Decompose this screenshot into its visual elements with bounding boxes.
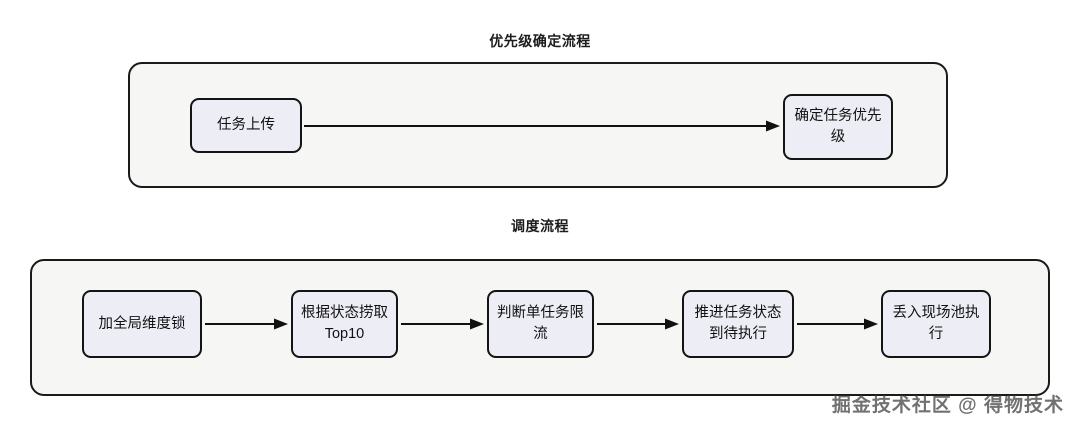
- node-advance-task-state-label: 推进任务状态到待执行: [694, 305, 782, 342]
- node-fetch-top10[interactable]: 根据状态捞取Top10: [291, 290, 398, 358]
- node-dispatch-to-pool[interactable]: 丢入现场池执行: [881, 290, 991, 358]
- node-single-task-rate-limit[interactable]: 判断单任务限流: [487, 290, 594, 358]
- node-task-upload[interactable]: 任务上传: [190, 98, 302, 153]
- node-dispatch-to-pool-label: 丢入现场池执行: [892, 305, 980, 342]
- node-advance-task-state[interactable]: 推进任务状态到待执行: [682, 290, 794, 358]
- node-single-task-rate-limit-label: 判断单任务限流: [497, 305, 584, 342]
- watermark: 掘金技术社区 @ 得物技术: [831, 395, 1064, 416]
- node-determine-priority-label: 确定任务优先级: [794, 108, 882, 145]
- node-fetch-top10-label: 根据状态捞取Top10: [301, 305, 388, 342]
- section-title-schedule: 调度流程: [511, 218, 569, 234]
- node-global-lock-label: 加全局维度锁: [98, 315, 186, 332]
- node-global-lock[interactable]: 加全局维度锁: [82, 290, 202, 358]
- node-task-upload-label: 任务上传: [217, 117, 275, 134]
- section-title-priority: 优先级确定流程: [489, 33, 591, 49]
- node-determine-priority[interactable]: 确定任务优先级: [783, 94, 893, 160]
